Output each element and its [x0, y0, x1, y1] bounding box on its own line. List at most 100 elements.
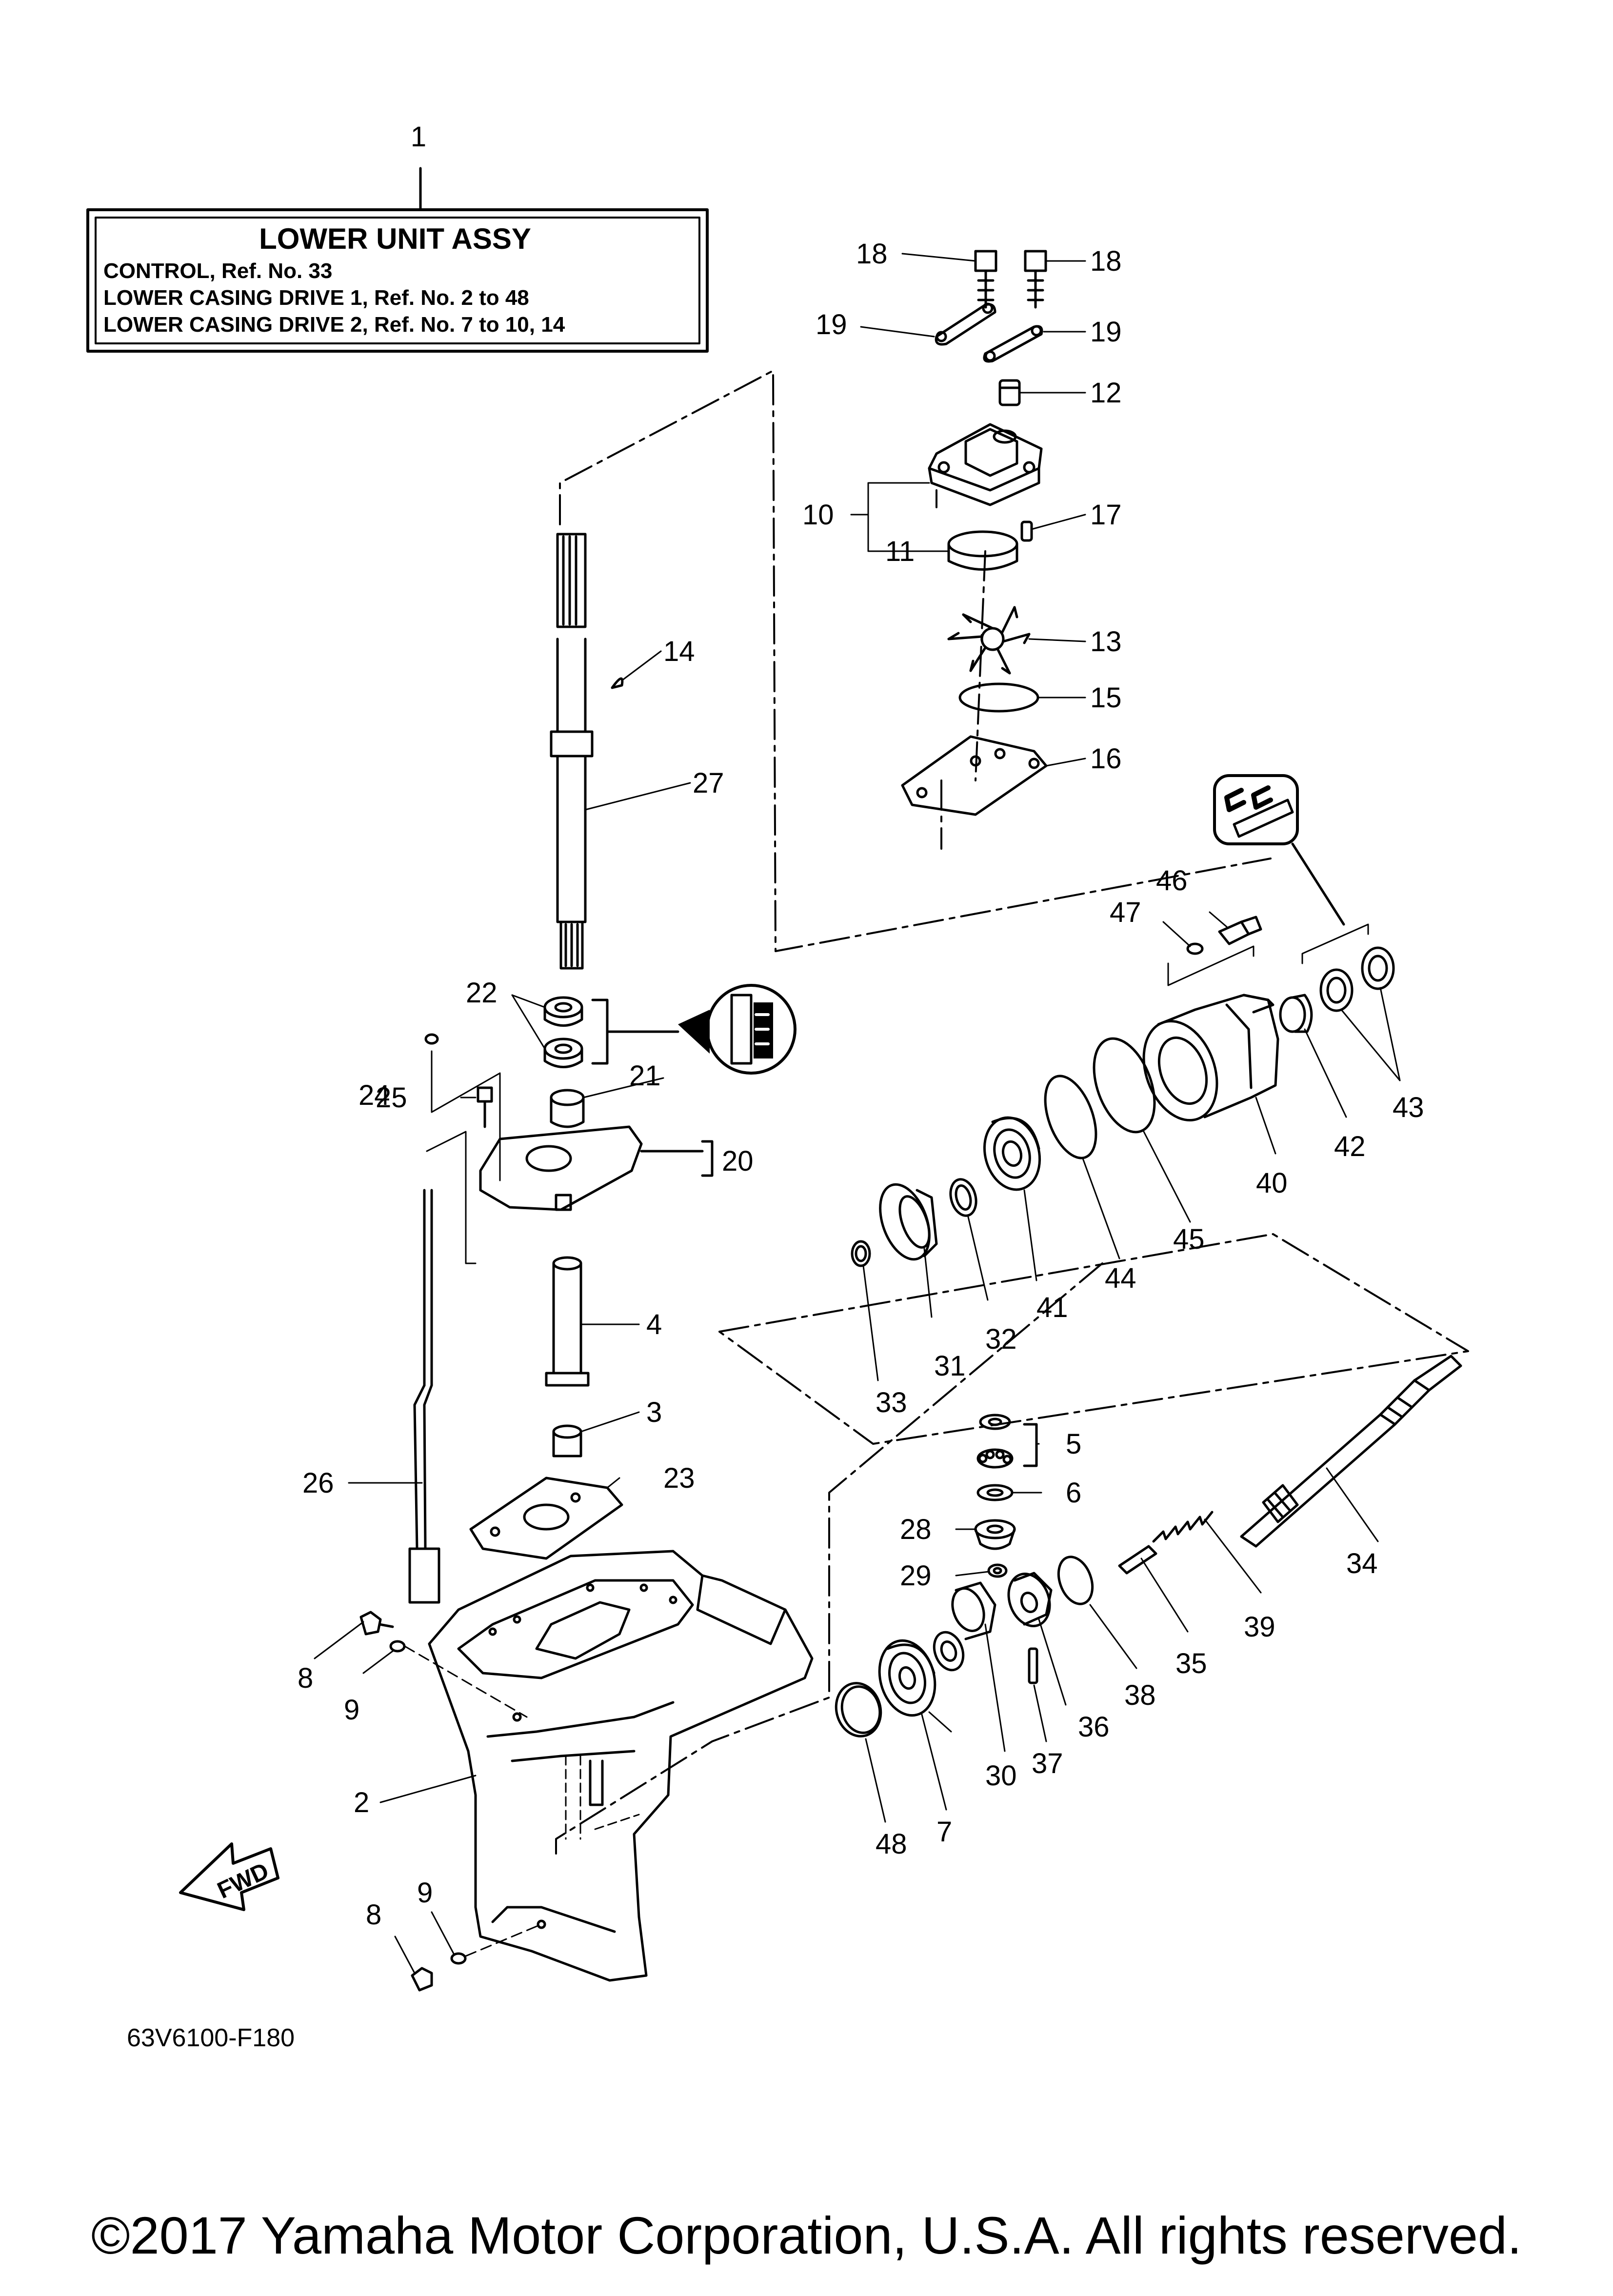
drain-screw-8-top — [359, 1611, 394, 1636]
callout-4: 4 — [646, 1309, 662, 1340]
callout-19-right: 19 — [1090, 316, 1122, 348]
dashed-guide-lines — [555, 370, 1469, 1855]
callout-44: 44 — [1105, 1262, 1136, 1294]
shim-32 — [949, 1178, 977, 1217]
callout-7: 7 — [936, 1816, 952, 1848]
assembly-box: 1 LOWER UNIT ASSY CONTROL, Ref. No. 33 L… — [86, 121, 709, 353]
callout-22: 22 — [466, 977, 498, 1009]
pump-housing-10 — [928, 423, 1043, 506]
shim-6 — [976, 1484, 1014, 1501]
insert-cartridge-11 — [947, 530, 1018, 571]
drive-shaft-27 — [550, 533, 594, 970]
callout-15: 15 — [1090, 682, 1122, 714]
callout-5: 5 — [1066, 1428, 1081, 1460]
bolt-25 — [477, 1086, 493, 1128]
gasket-9-top — [389, 1640, 406, 1653]
callout-47: 47 — [1110, 897, 1141, 928]
pin-17 — [1020, 520, 1033, 542]
callout-17: 17 — [1090, 499, 1122, 531]
callout-20: 20 — [722, 1145, 754, 1177]
callout-3: 3 — [646, 1397, 662, 1428]
bushing-3 — [552, 1424, 582, 1457]
drain-screw-8-bottom — [411, 1967, 433, 1992]
callout-34: 34 — [1346, 1548, 1378, 1579]
o-ring-44 — [1044, 1075, 1097, 1159]
plate-19-right — [983, 325, 1043, 363]
callouts: 18 18 19 19 12 10 17 11 13 15 16 14 27 2… — [298, 238, 1424, 1931]
grommet-12 — [998, 379, 1021, 406]
callout-30: 30 — [985, 1760, 1017, 1792]
key-14 — [611, 677, 624, 689]
callout-8-bottom: 8 — [366, 1899, 381, 1931]
bolt-18-right — [1024, 250, 1047, 309]
callout-37: 37 — [1032, 1748, 1063, 1779]
plate-19-left — [935, 302, 996, 346]
propeller-shaft-34 — [1240, 1355, 1462, 1548]
copyright-notice: ©2017 Yamaha Motor Corporation, U.S.A. A… — [91, 2206, 1522, 2265]
bracket-lines-right — [1167, 923, 1369, 986]
callout-42: 42 — [1334, 1131, 1366, 1162]
spring-39 — [1152, 1511, 1214, 1543]
gasket-9-bottom — [450, 1952, 467, 1965]
callout-29: 29 — [900, 1560, 932, 1592]
callout-35: 35 — [1175, 1648, 1207, 1679]
fwd-arrow: FWD — [179, 1842, 279, 1911]
shim-48 — [835, 1682, 882, 1737]
callout-33: 33 — [876, 1387, 907, 1418]
collar-21 — [550, 1089, 585, 1128]
bearings-22 — [543, 996, 679, 1068]
assembly-box-line-1: CONTROL, Ref. No. 33 — [103, 259, 332, 283]
callout-38: 38 — [1124, 1679, 1156, 1711]
forward-gear-31 — [879, 1183, 938, 1261]
o-ring-45 — [1093, 1037, 1156, 1134]
impeller-13 — [947, 606, 1031, 675]
bearing-7 — [878, 1639, 936, 1717]
callout-1: 1 — [411, 121, 426, 153]
callout-18-right: 18 — [1090, 245, 1122, 277]
callout-41: 41 — [1036, 1292, 1068, 1323]
seal-detail-bubble — [678, 984, 797, 1075]
callout-19-left: 19 — [816, 309, 847, 340]
callout-39: 39 — [1244, 1611, 1275, 1643]
reverse-gear-30 — [933, 1581, 996, 1672]
callout-6: 6 — [1066, 1477, 1081, 1509]
shift-plunger-35 — [1118, 1545, 1157, 1575]
circlip-33 — [851, 1240, 871, 1267]
oil-seal-42 — [1279, 994, 1313, 1033]
pin-24 — [424, 1033, 439, 1045]
bolt-18-left — [974, 250, 997, 309]
callout-26: 26 — [302, 1467, 334, 1499]
grease-icon-bubble — [1213, 774, 1345, 926]
callout-10: 10 — [802, 499, 834, 531]
callout-16: 16 — [1090, 743, 1122, 775]
callout-48: 48 — [876, 1828, 907, 1860]
figure-code: 63V6100-F180 — [127, 2024, 295, 2052]
callout-12: 12 — [1090, 377, 1122, 409]
oil-seal-housing-20 — [479, 1125, 714, 1211]
assembly-box-line-3: LOWER CASING DRIVE 2, Ref. No. 7 to 10, … — [103, 313, 565, 337]
circlip-38 — [1057, 1556, 1094, 1605]
propeller-shaft-housing-40 — [1142, 994, 1279, 1122]
callout-11: 11 — [885, 536, 915, 567]
o-ring-15 — [958, 682, 1039, 713]
callout-14: 14 — [663, 636, 695, 667]
bearing-41 — [983, 1116, 1041, 1191]
callout-2: 2 — [354, 1787, 369, 1818]
shift-rod-26 — [408, 1189, 440, 1604]
callout-43: 43 — [1393, 1092, 1424, 1123]
callout-25: 25 — [376, 1082, 407, 1114]
guide-lines-left — [426, 1050, 501, 1264]
callout-13: 13 — [1090, 626, 1122, 658]
callout-31: 31 — [934, 1350, 966, 1382]
lower-casing-2 — [428, 1550, 814, 1982]
callout-40: 40 — [1256, 1167, 1288, 1199]
bearing-5 — [976, 1414, 1038, 1469]
leader-lines — [314, 253, 1401, 1974]
washer-47 — [1186, 942, 1204, 955]
callout-32: 32 — [985, 1323, 1017, 1355]
callout-46: 46 — [1156, 865, 1188, 897]
pin-37 — [1028, 1647, 1038, 1684]
dog-clutch-36 — [1007, 1572, 1053, 1627]
callout-28: 28 — [900, 1514, 932, 1545]
